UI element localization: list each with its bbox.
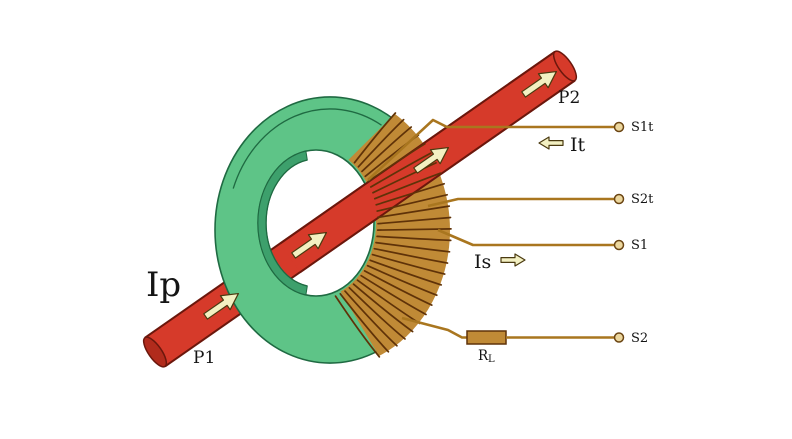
lead-s1: [437, 228, 614, 247]
winding-leads: [367, 118, 614, 345]
terminal-s1: [613, 239, 625, 251]
winding-turn: [357, 118, 405, 168]
winding-turn: [352, 283, 414, 333]
winding-turn: [376, 235, 452, 242]
winding-turn: [376, 228, 452, 231]
conductor-edge: [299, 79, 576, 274]
winding-turn: [371, 253, 446, 275]
winding-turn: [366, 264, 438, 297]
label-secondary-current: Is: [474, 251, 491, 273]
terminal-s1t: [613, 121, 625, 133]
label-s2t: S2t: [631, 192, 654, 207]
lead-s2t: [427, 197, 614, 208]
labels: Ip P1 P2 It Is S1t S2t S1 S2 R L: [146, 88, 654, 368]
label-s1: S1: [631, 238, 648, 253]
winding-turn: [344, 290, 398, 347]
winding-turn: [339, 292, 390, 353]
terminal-s2: [613, 332, 625, 343]
winding-turn: [375, 182, 445, 206]
conductor-end-face-p1: [142, 336, 168, 368]
lead-s2-left: [401, 316, 467, 339]
secondary-winding: [334, 112, 452, 358]
winding-turn: [363, 270, 433, 306]
label-s2: S2: [631, 331, 648, 346]
core-contour: [232, 108, 382, 189]
label-p2: P2: [558, 88, 580, 108]
winding-turn: [348, 287, 406, 340]
label-s1t: S1t: [631, 120, 654, 135]
core-contour: [265, 159, 308, 287]
burden-resistor: [466, 330, 507, 345]
winding-turn: [376, 193, 448, 212]
label-resistor: R: [478, 348, 489, 364]
winding-turn: [376, 205, 451, 219]
winding-turn: [375, 241, 451, 253]
terminals: [613, 121, 625, 343]
label-p1: P1: [193, 348, 215, 368]
winding-turn: [373, 172, 442, 200]
winding-turn: [377, 216, 452, 225]
terminal-s2t: [613, 193, 625, 205]
label-primary-current: Ip: [146, 265, 181, 305]
label-resistor-sub: L: [488, 354, 495, 365]
winding-turn: [360, 274, 427, 316]
winding-turn: [334, 295, 381, 358]
label-test-current: It: [570, 134, 586, 156]
winding-turn: [369, 259, 443, 286]
lead-s1t: [367, 118, 614, 181]
winding-turn: [353, 112, 397, 164]
winding-turn: [361, 126, 413, 173]
conductor-end-face-p2: [552, 50, 578, 82]
winding-turn: [372, 162, 437, 194]
winding-turn: [367, 142, 426, 183]
winding-turn: [369, 152, 432, 188]
winding-turn: [373, 247, 449, 264]
